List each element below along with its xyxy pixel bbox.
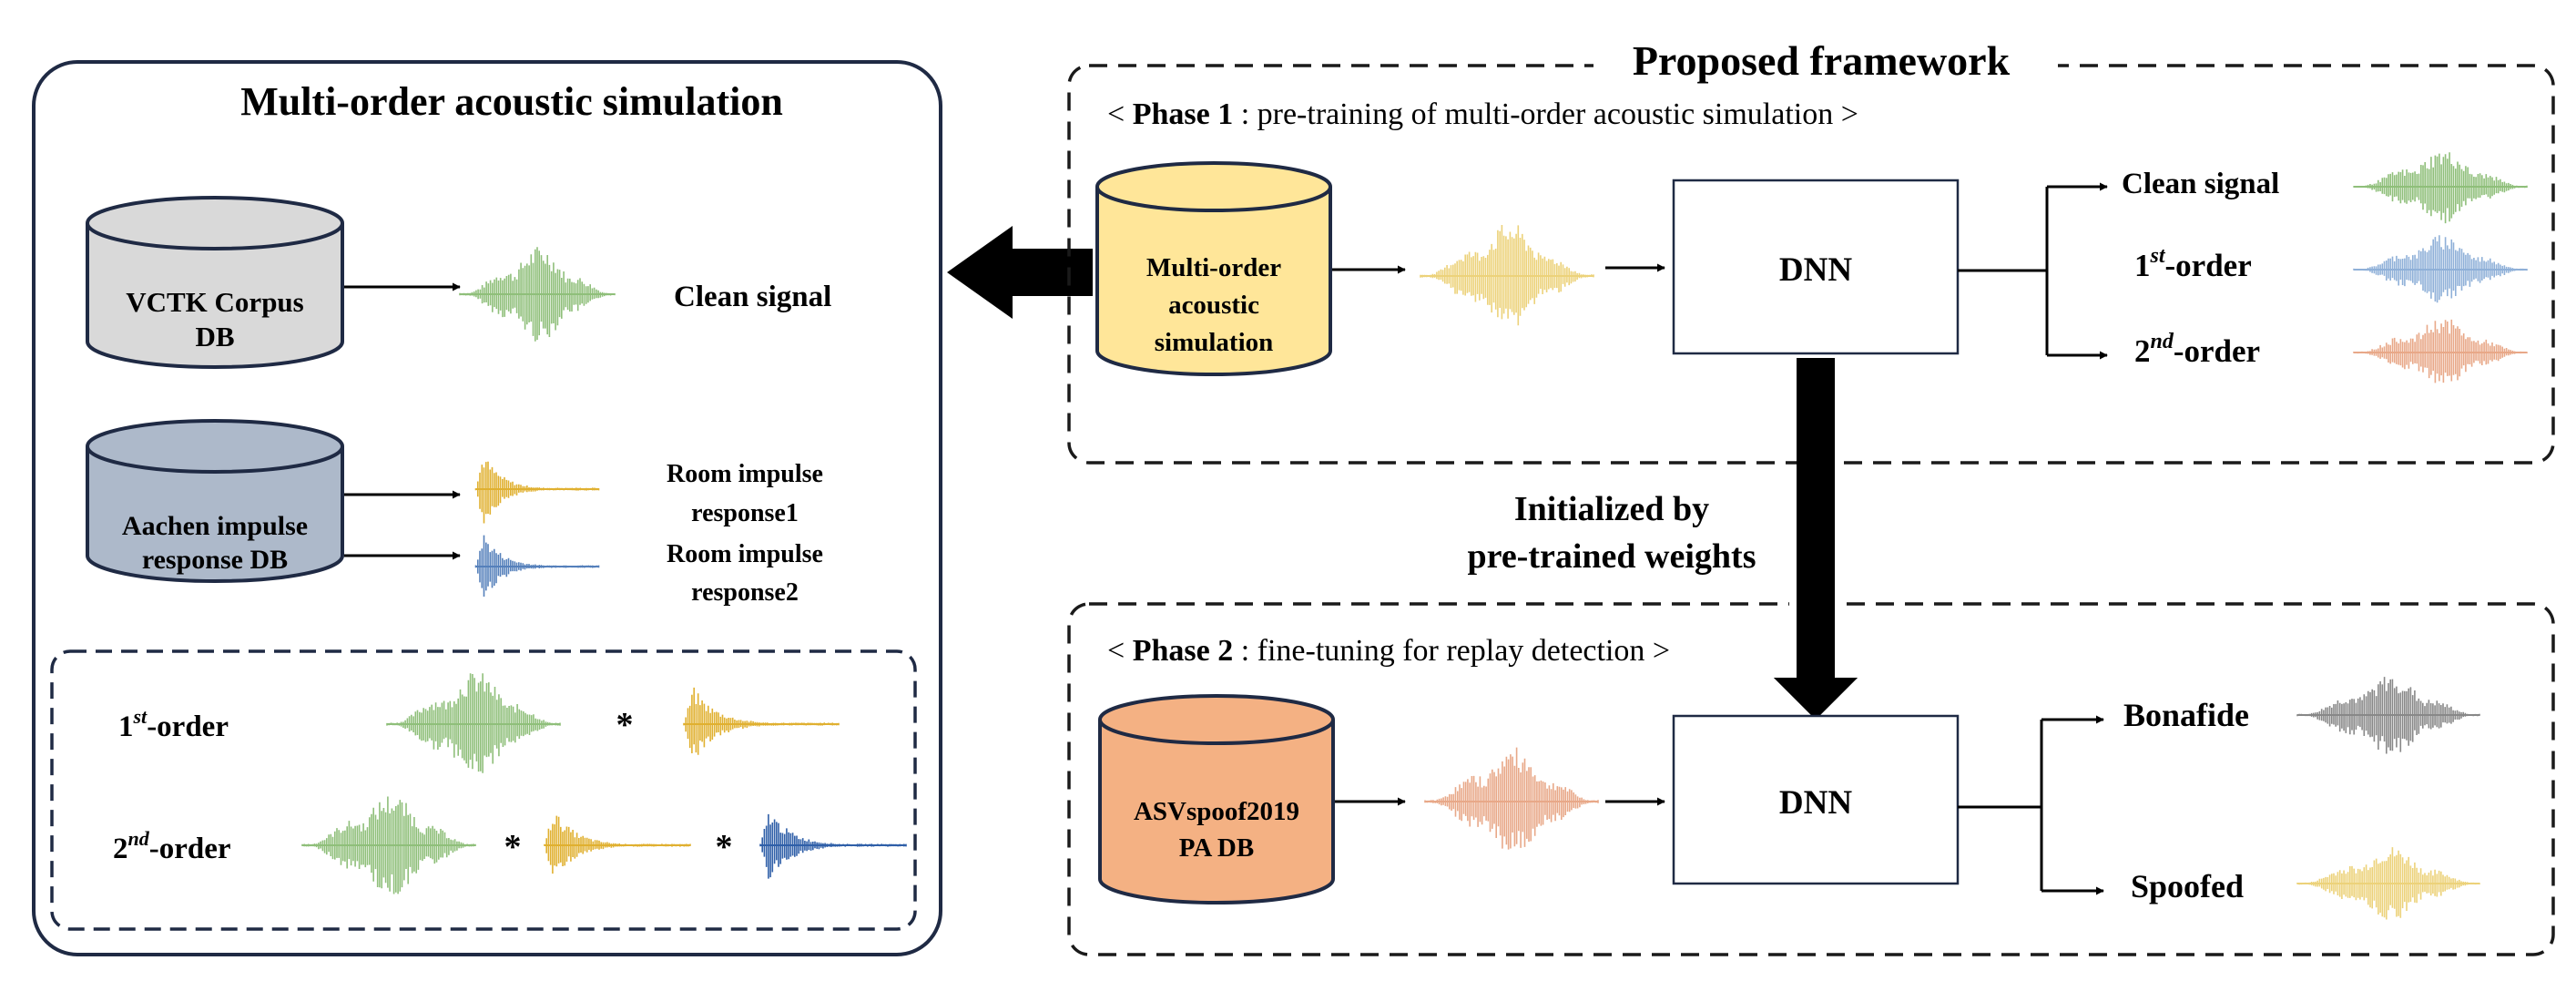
rir2-label-1: Room impulse: [667, 540, 823, 568]
waveform-trace: [2353, 152, 2528, 224]
clean-signal-label-left: Clean signal: [674, 281, 831, 313]
mos-db-label-1: Multi-order: [1146, 253, 1281, 282]
rir2-waveform: [474, 535, 600, 597]
output-second-order-waveform: [2353, 319, 2528, 383]
waveform-trace: [474, 461, 600, 524]
multi-order-db-cylinder: Multi-order acoustic simulation: [1095, 161, 1332, 376]
output-second-order-label: 2nd-order: [2134, 330, 2260, 369]
rir1-label-1: Room impulse: [667, 460, 823, 488]
phase1-input-waveform: [1420, 225, 1594, 326]
asvspoof-db-cylinder: ASVspoof2019 PA DB: [1098, 694, 1335, 904]
second-order-label-left: 2nd-order: [113, 827, 231, 865]
order-composition-box: [50, 649, 917, 931]
conv-symbol-3: *: [716, 828, 733, 866]
phase1-dnn-label: DNN: [1779, 251, 1852, 289]
rir1-waveform: [474, 461, 600, 524]
framework-title: Proposed framework: [1633, 37, 2011, 84]
output-bonafide-waveform: [2296, 677, 2480, 754]
left-panel-title: Multi-order acoustic simulation: [240, 79, 783, 124]
conv-symbol-2: *: [504, 828, 522, 866]
output-first-order-waveform: [2353, 235, 2528, 303]
asv-db-label-1: ASVspoof2019: [1134, 797, 1299, 826]
first-order-clean-waveform: [386, 673, 561, 773]
waveform-trace: [2353, 319, 2528, 383]
phase2-box: [1067, 602, 2555, 956]
init-label-1: Initialized by: [1514, 490, 1709, 528]
output-clean-label: Clean signal: [2122, 168, 2279, 200]
aachen-db-label-1: Aachen impulse: [122, 511, 308, 541]
output-first-order-label: 1st-order: [2134, 244, 2252, 283]
init-label-2: pre-trained weights: [1468, 537, 1756, 576]
vctk-db-label-2: DB: [195, 321, 234, 353]
second-order-clean-waveform: [301, 796, 476, 894]
phase2-input-waveform: [1424, 747, 1599, 850]
big-left-arrow: [947, 226, 1093, 319]
output-spoofed-label: Spoofed: [2131, 868, 2244, 904]
output-spoofed-waveform: [2296, 847, 2480, 920]
aachen-db-label-2: response DB: [142, 545, 288, 575]
second-order-rir1-waveform: [544, 815, 691, 874]
clean-waveform-left: [459, 247, 616, 342]
vctk-db-cylinder: VCTK Corpus DB: [86, 196, 344, 369]
waveform-trace: [683, 687, 840, 755]
init-arrow: [1774, 358, 1858, 720]
phase2-dnn-box: [1672, 714, 1960, 885]
phase2-label: < Phase 2 : fine-tuning for replay detec…: [1107, 634, 1670, 668]
mos-db-label-2: acoustic: [1168, 291, 1259, 320]
title-mask: [1593, 40, 2058, 87]
rir2-label-2: response2: [691, 578, 799, 607]
phase2-dnn-label: DNN: [1779, 784, 1852, 822]
first-order-rir-waveform: [683, 687, 840, 755]
init-arrow-overlay: [1774, 597, 1858, 720]
conv-symbol-1: *: [616, 706, 634, 744]
aachen-db-cylinder: Aachen impulse response DB: [86, 419, 344, 583]
second-order-rir2-waveform: [759, 813, 907, 879]
rir1-label-2: response1: [691, 499, 799, 527]
asv-db-label-2: PA DB: [1179, 833, 1254, 863]
left-panel-frame: [32, 60, 942, 956]
vctk-db-label-1: VCTK Corpus: [126, 286, 304, 318]
output-clean-waveform: [2353, 152, 2528, 224]
mos-db-label-3: simulation: [1155, 328, 1274, 357]
first-order-label-left: 1st-order: [118, 705, 229, 743]
output-bonafide-label: Bonafide: [2123, 697, 2249, 733]
phase1-label: < Phase 1 : pre-training of multi-order …: [1107, 97, 1858, 131]
waveform-trace: [759, 813, 907, 879]
waveform-trace: [1424, 747, 1599, 850]
phase1-dnn-box: [1672, 179, 1960, 355]
